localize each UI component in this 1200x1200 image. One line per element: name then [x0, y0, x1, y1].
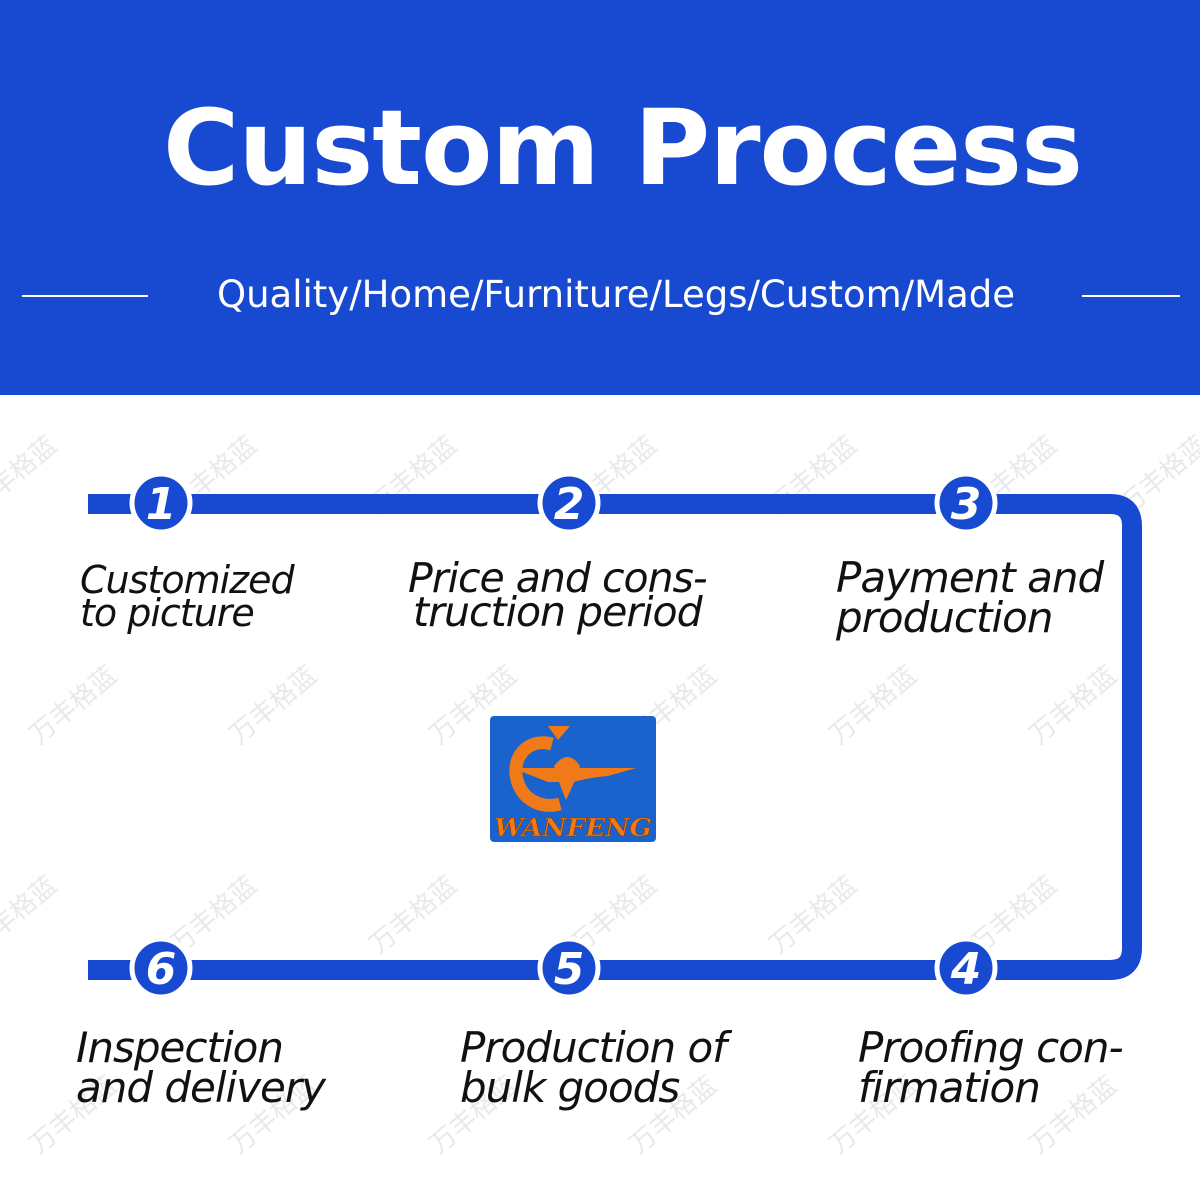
- step-circle: [129, 471, 193, 535]
- step-number: 4: [950, 944, 982, 995]
- step-circle: [537, 471, 601, 535]
- step-node-4: 4: [934, 936, 998, 1000]
- wanfeng-logo: WANFENG: [490, 716, 656, 842]
- step-number: 1: [146, 479, 177, 530]
- step-circle: [934, 471, 998, 535]
- logo-v-mark: [554, 757, 580, 800]
- subtitle-rule-left: [22, 295, 148, 297]
- step-label-3: Payment and production: [836, 553, 1104, 642]
- step-number: 3: [951, 479, 982, 530]
- step-circle: [129, 936, 193, 1000]
- step-label-2: Price and cons- truction period: [408, 554, 708, 636]
- subtitle-rule-right: [1082, 295, 1180, 297]
- step-number: 2: [554, 479, 585, 530]
- step-label-5: Production of bulk goods: [460, 1023, 727, 1112]
- step-node-2: 2: [537, 471, 601, 535]
- page-title: Custom Process: [163, 87, 1083, 209]
- step-number: 5: [554, 944, 585, 995]
- logo-swoosh: [509, 736, 562, 812]
- page-subtitle: Quality/Home/Furniture/Legs/Custom/Made: [150, 268, 1082, 322]
- step-node-5: 5: [537, 936, 601, 1000]
- step-label-1: Customized to picture: [80, 558, 295, 635]
- header-banner: Custom Process Quality/Home/Furniture/Le…: [0, 0, 1200, 395]
- logo-flag: [548, 726, 570, 740]
- step-number: 6: [146, 944, 177, 995]
- step-node-1: 1: [129, 471, 193, 535]
- step-label-4: Proofing con- firmation: [858, 1023, 1124, 1112]
- step-circle: [537, 936, 601, 1000]
- step-node-6: 6: [129, 936, 193, 1000]
- flow-connector-line: [88, 494, 1142, 980]
- step-label-6: Inspection and delivery: [76, 1023, 326, 1112]
- logo-wordmark: WANFENG: [494, 813, 652, 842]
- step-circle: [934, 936, 998, 1000]
- step-node-3: 3: [934, 471, 998, 535]
